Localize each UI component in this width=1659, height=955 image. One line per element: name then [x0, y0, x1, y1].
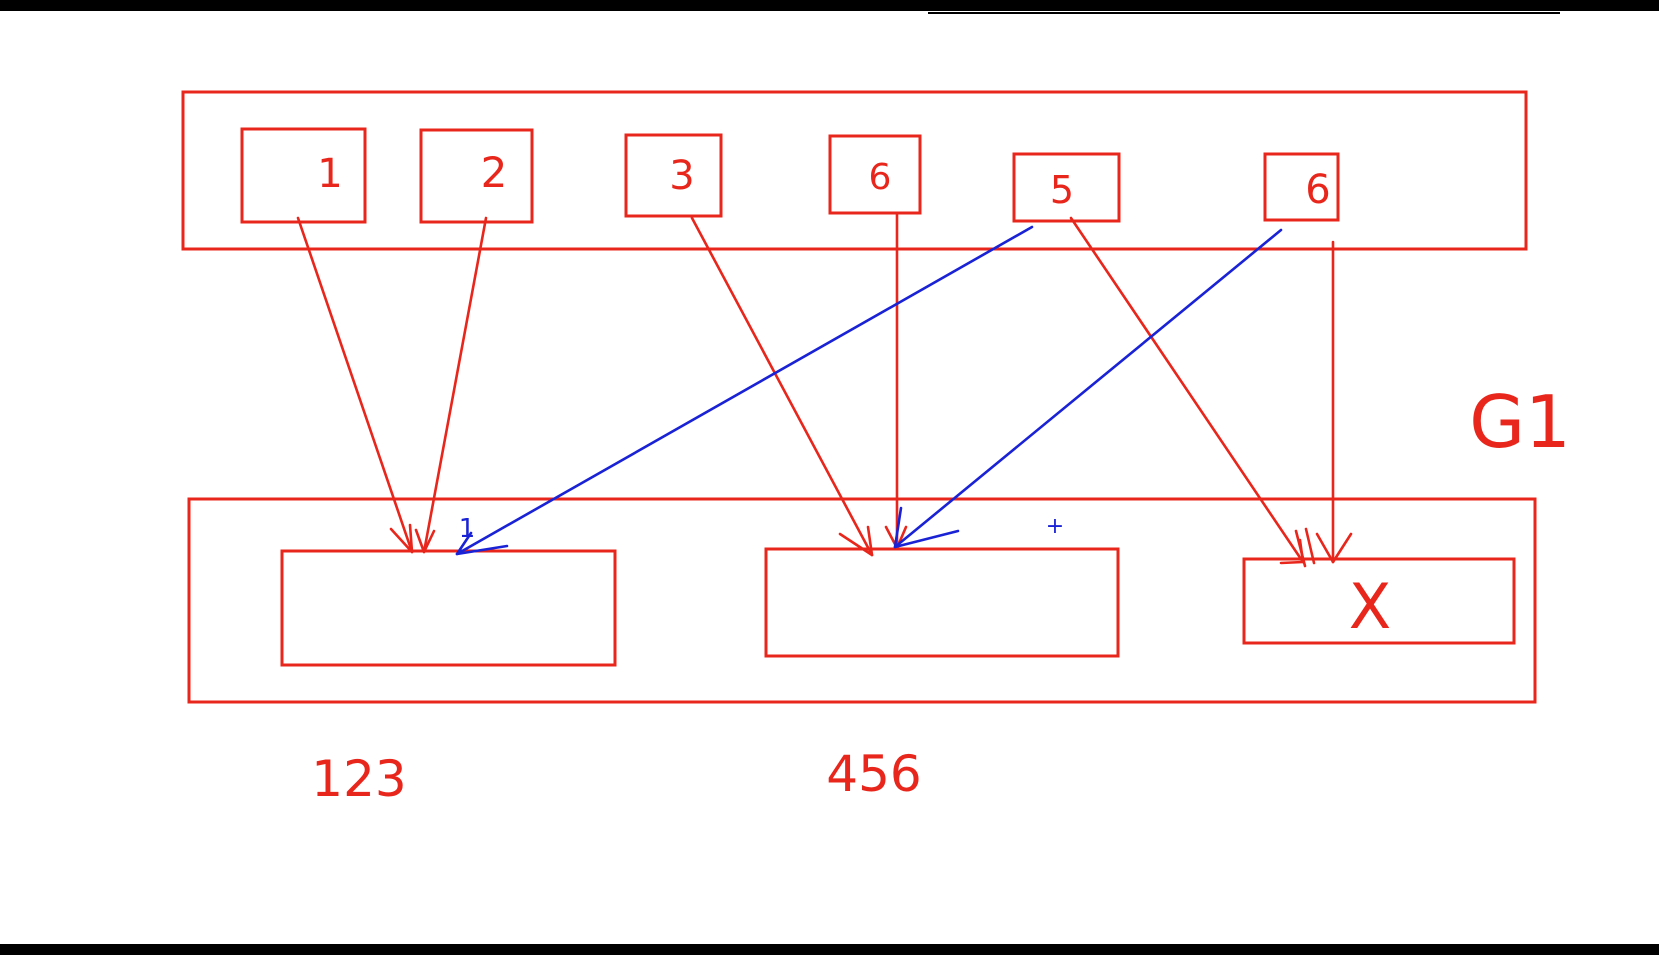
bottom-slot-1 [280, 549, 617, 667]
group-a-label: 123 [311, 750, 406, 808]
arrow-2-to-slot-1 [414, 216, 488, 554]
arrow-6-to-slot-3 [1315, 240, 1353, 564]
blue-arrow-5-head [455, 531, 509, 556]
top-frame-bar [0, 0, 1659, 11]
top-item-4-box [828, 134, 922, 215]
top-item-6-box [1263, 152, 1340, 222]
top-item-1-box [240, 127, 367, 224]
side-label: G1 [1469, 380, 1571, 464]
top-container [181, 90, 1528, 251]
top-item-2-box [419, 128, 534, 224]
arrow-1-to-slot-1 [296, 216, 414, 554]
blue-arrows: 1 + [455, 225, 1283, 556]
arrow-2-shaft [422, 216, 488, 554]
top-item-6: 6 [1263, 152, 1340, 222]
arrow-5-tick-marks [1294, 527, 1316, 568]
blue-arrow-5-shaft [455, 225, 1034, 556]
arrow-5-to-slot-3 [1069, 216, 1316, 568]
bottom-frame-bar [0, 944, 1659, 955]
arrow-3-to-slot-2 [690, 216, 874, 557]
arrow-2-head [414, 528, 436, 554]
top-item-4: 6 [828, 134, 922, 215]
arrow-1-head [389, 523, 414, 554]
top-item-3: 3 [624, 133, 723, 218]
blue-arrow-5-to-slot-1 [455, 225, 1034, 556]
top-item-1: 1 [240, 127, 367, 224]
arrow-5-shaft [1069, 216, 1305, 564]
top-item-3-label: 3 [669, 153, 694, 199]
arrow-4-head [884, 525, 908, 550]
bottom-container [187, 497, 1537, 704]
blue-arrow-6-shaft [893, 228, 1283, 549]
top-item-3-box [624, 133, 723, 218]
arrow-4-to-slot-2 [884, 211, 908, 550]
top-item-6-label: 6 [1305, 167, 1330, 213]
bottom-slot-3: X [1242, 557, 1516, 645]
cursor-mark: + [1046, 514, 1064, 539]
stray-blue-mark: 1 [459, 514, 476, 544]
top-item-5-box [1012, 152, 1121, 223]
blue-arrow-6-head [893, 506, 960, 549]
top-item-2: 2 [419, 128, 534, 224]
top-item-5: 5 [1012, 152, 1121, 223]
bottom-slot-3-label: X [1349, 570, 1391, 643]
blue-arrow-6-to-slot-2 [893, 228, 1283, 549]
red-arrows [296, 211, 1353, 568]
top-item-4-label: 6 [869, 157, 892, 198]
arrow-3-head [838, 525, 874, 557]
arrow-1-shaft [296, 216, 414, 554]
arrow-6-head [1315, 532, 1353, 564]
top-item-1-label: 1 [317, 151, 342, 197]
arrow-3-shaft [690, 216, 874, 557]
top-item-2-label: 2 [481, 148, 508, 197]
top-item-5-label: 5 [1050, 168, 1074, 212]
group-b-label: 456 [826, 745, 921, 803]
bottom-slot-3-box [1242, 557, 1516, 645]
bottom-slot-2 [764, 547, 1120, 658]
